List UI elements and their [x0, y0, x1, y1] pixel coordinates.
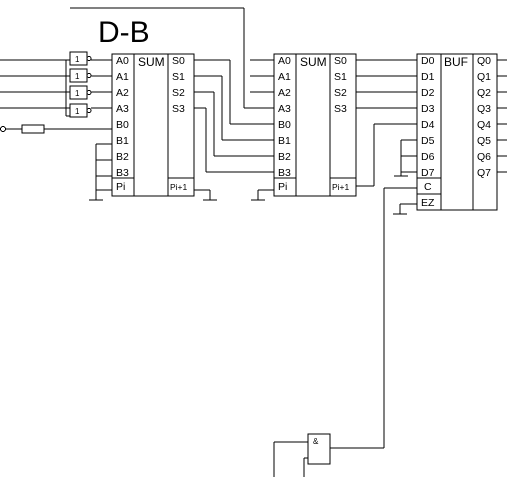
buf-pin-q5: Q5	[477, 135, 491, 147]
buf-pin-q4: Q4	[477, 119, 491, 131]
sum2-pin-s0: S0	[334, 55, 347, 67]
sum2-pin-s2: S2	[334, 87, 347, 99]
clock-line	[330, 187, 417, 449]
sum-block-2: SUM A0 A1 A2 A3 B0 B1 B2 B3 Pi S0 S1 S2 …	[273, 53, 357, 197]
sum2-pi-ground	[251, 189, 274, 201]
sum1-pin-carry: Pi+1	[170, 182, 188, 192]
sum1-pin-a2: A2	[116, 87, 129, 99]
and-gate-body	[307, 433, 331, 465]
buf-d-ground	[394, 139, 417, 177]
sum-block-1: SUM A0 A1 A2 A3 B0 B1 B2 B3 Pi S0 S1 S2 …	[111, 53, 195, 197]
sum2-pin-a3: A3	[278, 103, 291, 115]
sum1-carry-ground	[194, 189, 217, 201]
inverter-gate: 1	[0, 103, 112, 118]
buf-pin-d4: D4	[421, 119, 435, 131]
sum2-pin-b0: B0	[278, 119, 291, 131]
resistor	[21, 124, 45, 134]
sum2-pin-a2: A2	[278, 87, 291, 99]
buf-pin-q2: Q2	[477, 87, 491, 99]
sum2-pin-b2: B2	[278, 151, 291, 163]
buf-pin-ez: EZ	[421, 197, 435, 209]
buf-pin-c: C	[424, 181, 432, 193]
input-terminal	[0, 126, 6, 132]
sum1-ground	[89, 143, 112, 201]
buf-pin-d6: D6	[421, 151, 435, 163]
sum2-to-buf-wires	[356, 59, 417, 187]
sum1-pin-a3: A3	[116, 103, 129, 115]
buf-output-wires	[497, 59, 507, 173]
buf-pin-d5: D5	[421, 135, 435, 147]
inverter-gate: 1	[0, 68, 112, 83]
buf-pin-q6: Q6	[477, 151, 491, 163]
sum1-label: SUM	[138, 55, 165, 69]
sum2-pin-carry: Pi+1	[332, 182, 350, 192]
buf-pin-q1: Q1	[477, 71, 491, 83]
sum1-pin-b1: B1	[116, 135, 129, 147]
sum2-a-inputs	[250, 59, 274, 93]
sum2-label: SUM	[300, 55, 327, 69]
sum1-pin-b3: B3	[116, 167, 129, 179]
and-gate-label: &	[313, 437, 319, 446]
sum2-pin-s1: S1	[334, 71, 347, 83]
sum2-pin-b3: B3	[278, 167, 291, 179]
inverter-label: 1	[75, 72, 80, 81]
sum1-pin-s1: S1	[172, 71, 185, 83]
sum1-pin-s0: S0	[172, 55, 185, 67]
sum1-pin-b0: B0	[116, 119, 129, 131]
sum1-pin-s3: S3	[172, 103, 185, 115]
inverter-gate: 1	[0, 85, 112, 100]
sum2-pin-s3: S3	[334, 103, 347, 115]
sum1-to-sum2-wires	[194, 59, 274, 173]
buf-pin-d2: D2	[421, 87, 435, 99]
buf-pin-q3: Q3	[477, 103, 491, 115]
sum2-pin-pi: Pi	[278, 181, 287, 193]
buf-pin-d0: D0	[421, 55, 435, 67]
inverter-label: 1	[75, 107, 80, 116]
buf-label: BUF	[444, 55, 468, 69]
diagram-title: D-B	[98, 16, 150, 49]
sum1-pin-s2: S2	[172, 87, 185, 99]
buf-pin-d3: D3	[421, 103, 435, 115]
inverter-gate: 1	[0, 51, 112, 66]
buf-pin-d1: D1	[421, 71, 435, 83]
buf-pin-d7: D7	[421, 167, 435, 179]
buf-pin-q0: Q0	[477, 55, 491, 67]
sum1-pin-pi: Pi	[116, 181, 125, 193]
buf-body	[416, 53, 498, 211]
sum1-pin-a0: A0	[116, 55, 129, 67]
sum1-pin-b2: B2	[116, 151, 129, 163]
sum1-body	[111, 53, 195, 197]
sum2-pin-a1: A1	[278, 71, 291, 83]
inverter-label: 1	[75, 55, 80, 64]
buf-pin-q7: Q7	[477, 167, 491, 179]
and-gate: &	[273, 433, 331, 477]
sum1-pin-a1: A1	[116, 71, 129, 83]
sum2-body	[273, 53, 357, 197]
feedback-wire	[70, 7, 274, 109]
inverter-label: 1	[75, 89, 80, 98]
sum2-pin-a0: A0	[278, 55, 291, 67]
buffer-block: BUF D0 D1 D2 D3 D4 D5 D6 D7 C EZ Q0 Q1 Q…	[416, 53, 498, 211]
buf-ez-ground	[393, 203, 417, 215]
sum2-pin-b1: B1	[278, 135, 291, 147]
b0-pullup	[0, 124, 112, 134]
inverter-row: 1 1 1 1	[0, 51, 112, 118]
